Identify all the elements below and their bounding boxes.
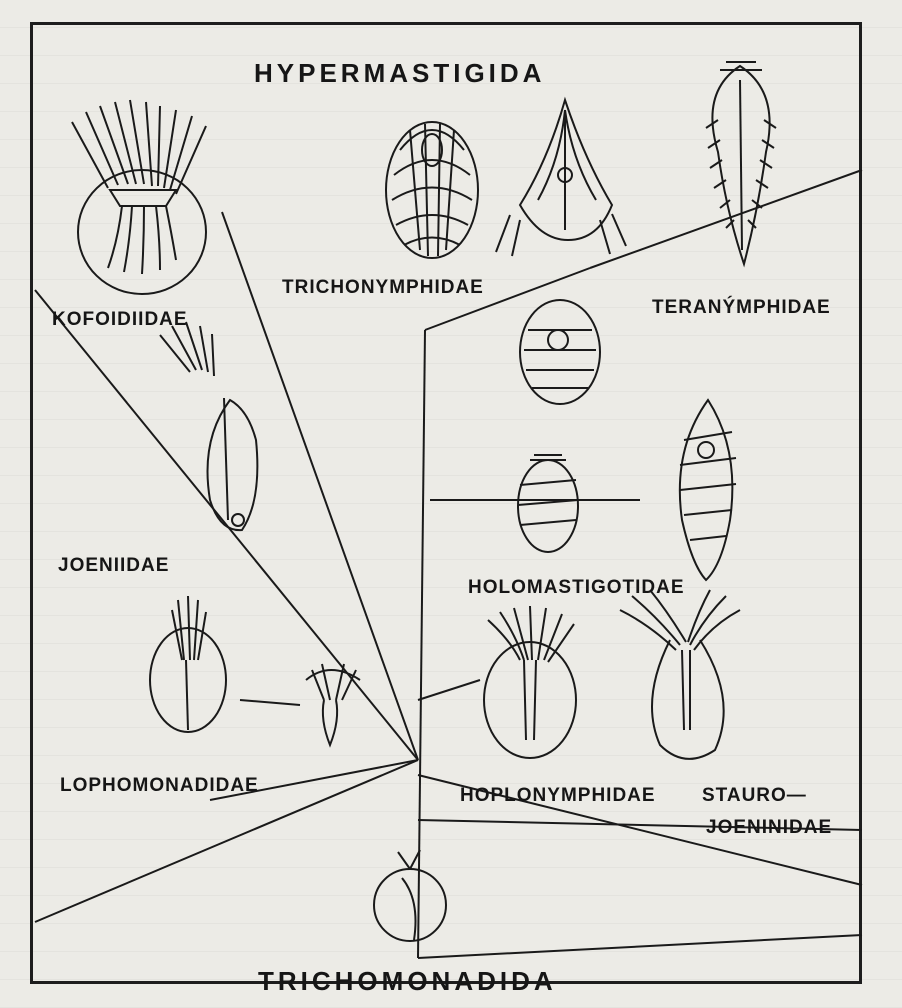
kofoidiidae-organism (72, 100, 206, 294)
branch-teranymphidae (590, 170, 862, 268)
trichonymphid-organism-2 (496, 100, 626, 256)
branch-joeniidae-small (240, 700, 300, 705)
branch-hoplonymphidae (418, 680, 480, 700)
label-staurojoeninidae-line1: STAURO— (702, 786, 807, 805)
label-teranymphidae: TERANÝMPHIDAE (652, 298, 831, 317)
lophomonadid-organism-1 (150, 596, 226, 732)
label-lophomonadidae: LOPHOMONADIDAE (60, 776, 259, 795)
trichomonadid-organism (374, 850, 446, 941)
branch-joeniidae (35, 290, 418, 760)
holomastigotid-organism-1 (520, 300, 600, 404)
hoplonymphid-organism (484, 606, 576, 758)
trichonymphid-organism-1 (386, 122, 478, 258)
holomastigotid-organism-2 (680, 400, 736, 580)
label-joeniidae: JOENIIDAE (58, 556, 169, 575)
label-kofoidiidae: KOFOIDIIDAE (52, 310, 188, 329)
holomastigotid-organism-3 (518, 455, 578, 552)
staurojoeninid-organism (620, 590, 740, 759)
label-holomastigotidae: HOLOMASTIGOTIDAE (468, 578, 685, 597)
teranymphid-organism (706, 62, 776, 264)
lophomonadid-organism-2 (306, 664, 360, 745)
label-hoplonymphidae: HOPLONYMPHIDAE (460, 786, 656, 805)
label-trichomonadida: TRICHOMONADIDA (258, 968, 557, 994)
joeniidae-organism (160, 322, 257, 530)
label-hypermastigida: HYPERMASTIGIDA (254, 60, 545, 86)
branch-root-right (418, 935, 862, 958)
trunk-line (418, 330, 425, 958)
label-staurojoeninidae-line2: JOENINIDAE (706, 818, 832, 837)
label-trichonymphidae: TRICHONYMPHIDAE (282, 278, 484, 297)
